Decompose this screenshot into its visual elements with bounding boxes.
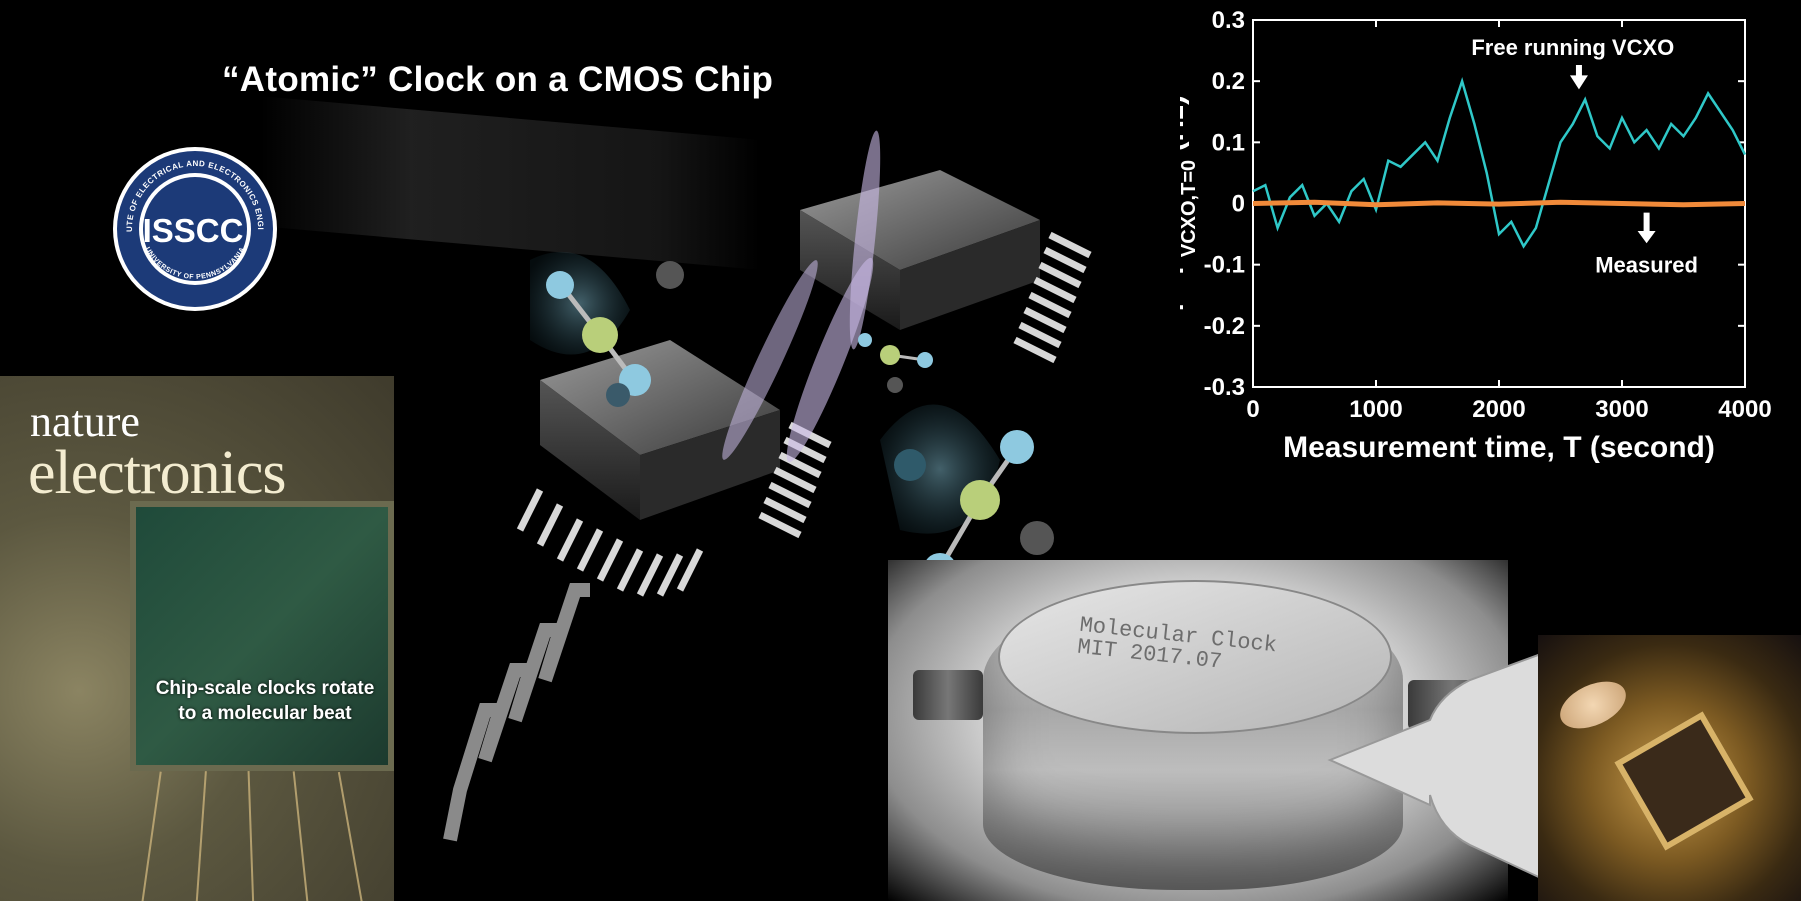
y-axis-label-unit: (Hz) [1180, 95, 1190, 160]
clock-signal-wave [443, 583, 590, 842]
annotation-measured: Measured [1595, 253, 1698, 278]
wave-ellipse [722, 260, 818, 460]
cover-caption-line2: to a molecular beat [178, 703, 352, 724]
x-tick-label: 0 [1246, 396, 1259, 423]
wave-ellipse [786, 257, 874, 463]
seal-center-text: ISSCC [143, 212, 244, 249]
nature-electronics-cover: nature electronics Chip-scale clocks rot… [0, 376, 394, 901]
gas-cell [1552, 672, 1634, 738]
y-axis-label-sub: VCXO,T=0 [1180, 160, 1200, 257]
y-axis-label-main: f - f [1180, 257, 1190, 312]
y-tick-label: 0.3 [1212, 7, 1245, 34]
chip-molecule-illustration [443, 130, 1092, 842]
y-axis-label: f - f VCXO,T=0 (Hz) [1180, 95, 1200, 312]
isscc-seal-icon: INSTITUTE OF ELECTRICAL AND ELECTRONICS … [112, 146, 277, 311]
cover-caption: Chip-scale clocks rotate to a molecular … [145, 676, 385, 726]
annotation-free-running: Free running VCXO [1471, 35, 1674, 60]
x-tick-label: 1000 [1349, 396, 1402, 423]
series-line-1 [1252, 76, 1747, 249]
y-tick-label: 0.1 [1212, 129, 1245, 156]
chip-die [130, 501, 394, 771]
chip-package-photo [1538, 635, 1801, 901]
x-axis-label: Measurement time, T (second) [1283, 431, 1715, 464]
x-tick-label: 3000 [1595, 396, 1648, 423]
y-tick-label: 0.2 [1212, 68, 1245, 95]
zoom-arrow-icon [1327, 634, 1590, 901]
cmos-die [1614, 711, 1754, 851]
annotation-arrow-up [1637, 212, 1656, 244]
y-tick-label: 0 [1232, 191, 1245, 218]
page-title: “Atomic” Clock on a CMOS Chip [222, 60, 774, 99]
annotation-arrow-down [1569, 65, 1588, 90]
cover-brand-line2: electronics [28, 439, 287, 507]
y-tick-label: -0.3 [1204, 374, 1245, 401]
y-tick-label: -0.2 [1204, 313, 1245, 340]
x-tick-label: 2000 [1472, 396, 1525, 423]
cover-caption-line1: Chip-scale clocks rotate [155, 678, 375, 699]
x-tick-label: 4000 [1718, 396, 1771, 423]
molecule-2 [858, 333, 933, 393]
connector-left [913, 670, 983, 720]
molecule-1 [530, 251, 684, 407]
y-tick-label: -0.1 [1204, 252, 1245, 279]
cover-brand-line1: nature [30, 397, 140, 446]
lower-chip [516, 340, 832, 597]
molecular-clock-module-photo: Molecular Clock MIT 2017.07 [888, 560, 1508, 901]
module-lid [998, 580, 1392, 734]
series-line-2 [1252, 199, 1746, 208]
